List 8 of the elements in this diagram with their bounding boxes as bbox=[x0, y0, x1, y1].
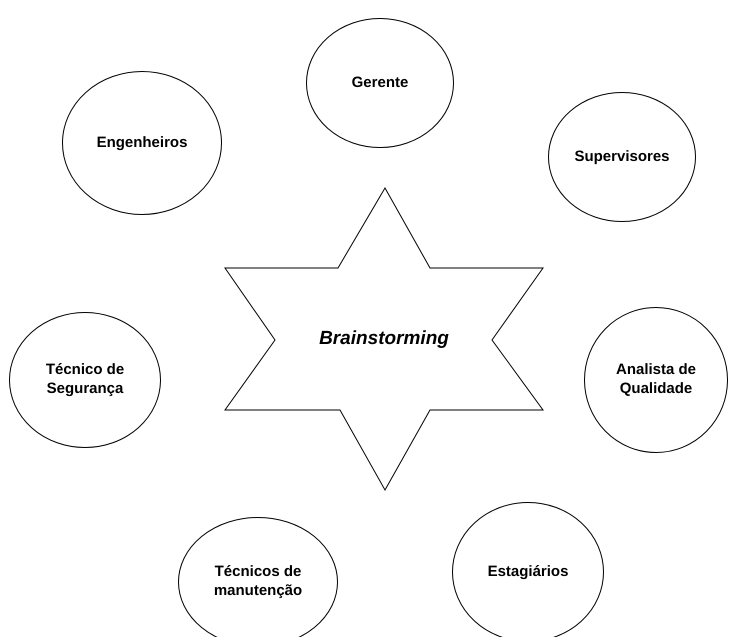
role-label: Supervisores bbox=[574, 148, 670, 166]
central-title: Brainstorming bbox=[319, 327, 449, 351]
role-label: Gerente bbox=[352, 74, 408, 92]
role-label: Técnicos de manutenção bbox=[212, 563, 304, 601]
role-label: Engenheiros bbox=[96, 134, 188, 152]
role-label: Técnico de Segurança bbox=[44, 361, 126, 399]
role-label: Analista de Qualidade bbox=[614, 361, 698, 399]
role-label: Estagiários bbox=[488, 562, 568, 582]
